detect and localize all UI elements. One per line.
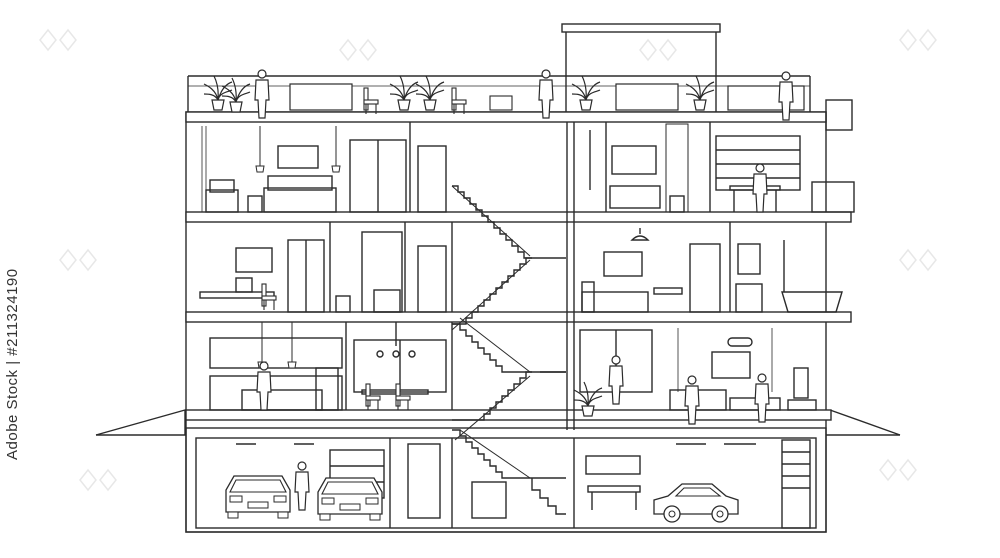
plant-icon	[389, 75, 419, 111]
floor-slab-2	[185, 311, 852, 323]
roof-terrace	[203, 69, 805, 121]
bathroom-floor3	[589, 130, 685, 213]
person-icon	[538, 69, 554, 119]
plant-icon	[685, 75, 715, 111]
workshop	[585, 439, 811, 529]
staircase	[451, 185, 566, 515]
roof-slab	[185, 111, 827, 123]
car-icon	[225, 475, 291, 519]
dining-room	[353, 322, 447, 411]
balcony-floor3	[811, 181, 855, 213]
office-room	[199, 239, 325, 313]
roof-pergola	[561, 23, 721, 33]
bedroom	[201, 125, 407, 213]
plant-icon	[415, 75, 445, 111]
storage-under-stairs	[471, 481, 507, 519]
basement-outline	[185, 427, 827, 533]
sofa-icon	[615, 83, 679, 111]
plant-icon	[571, 75, 601, 111]
balcony-top	[825, 99, 853, 131]
floor-slab-1	[185, 409, 832, 421]
door-floor2-right	[689, 243, 721, 313]
door-floor3	[417, 145, 447, 213]
person-icon	[254, 69, 270, 119]
plant-icon	[221, 77, 251, 113]
basement-inner	[195, 437, 817, 529]
bathroom-floor2-right	[735, 240, 843, 313]
bedroom-floor2	[581, 228, 683, 313]
plant-icon	[203, 75, 233, 111]
door-garage	[407, 443, 441, 519]
kitchen	[209, 321, 343, 411]
bathroom-floor2-left	[335, 231, 403, 313]
floor-slab-3	[185, 211, 852, 223]
door-floor2	[417, 245, 447, 313]
house-structure	[95, 23, 901, 533]
ground-left	[95, 409, 186, 436]
car-icon	[317, 477, 383, 521]
ground-right	[829, 409, 901, 436]
sofa-icon	[289, 83, 353, 111]
